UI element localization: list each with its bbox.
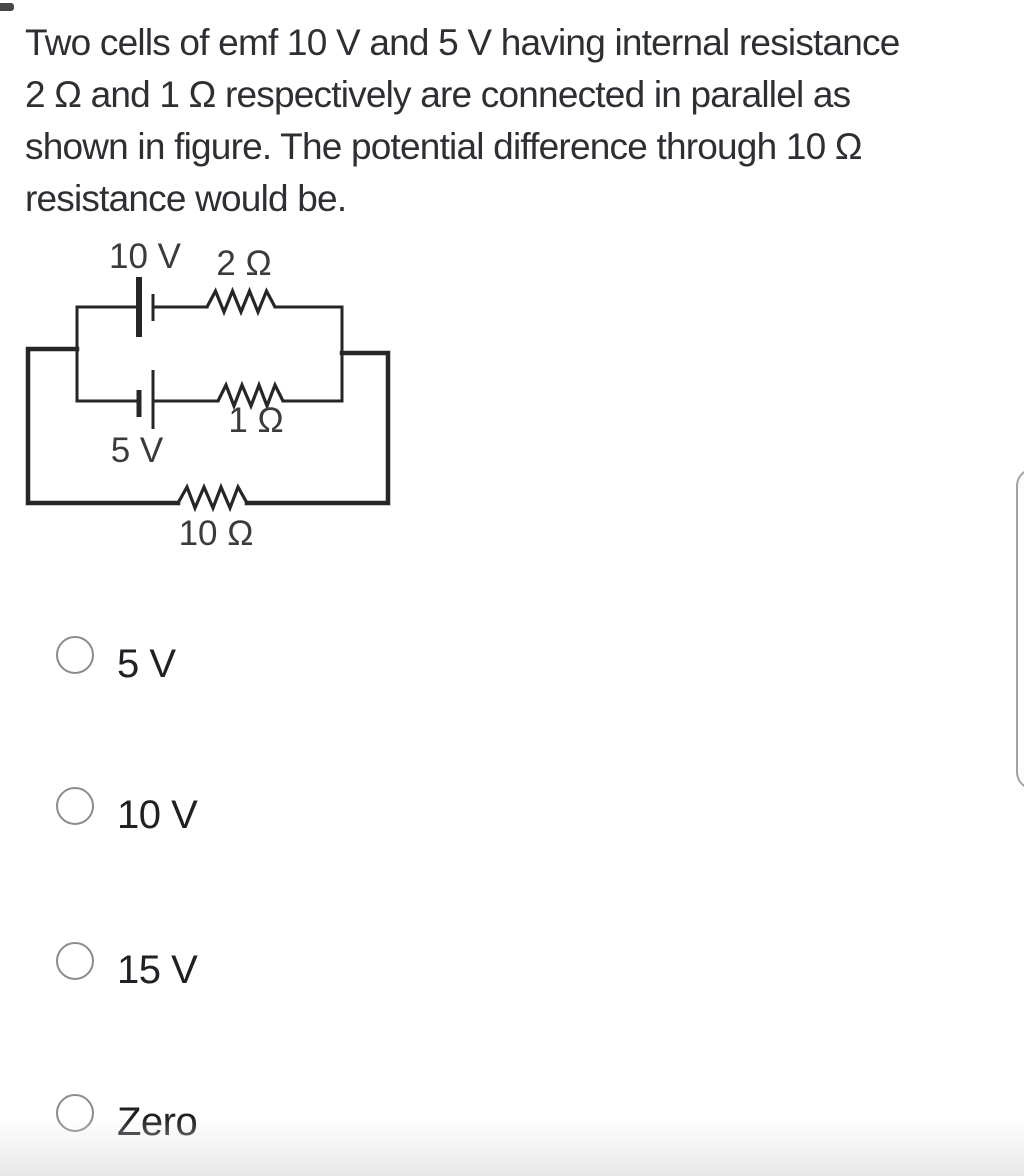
label-resistor-10ohm: 10 Ω [179,514,254,553]
label-resistor-1ohm: 1 Ω [228,401,283,440]
option-5v[interactable]: 5 V [56,632,176,686]
question-line-2: 2 Ω and 1 Ω respectively are connected i… [25,74,851,115]
outer-loop-right-wire [244,350,391,506]
circuit-labels: 10 V 2 Ω 1 Ω 5 V 10 Ω [109,237,284,553]
radio-button-15v[interactable] [56,942,94,980]
radio-button-5v[interactable] [56,636,94,674]
cell-10v-symbol [136,277,155,337]
resistor-10ohm-symbol [176,482,249,513]
question-text: Two cells of emf 10 V and 5 V having int… [25,17,900,225]
circuit-diagram: 10 V 2 Ω 1 Ω 5 V 10 Ω [25,237,391,553]
option-label-10v[interactable]: 10 V [117,792,198,837]
radio-button-zero[interactable] [56,1094,94,1132]
resistor-1ohm-symbol [216,380,285,411]
question-line-4: resistance would be. [25,178,347,219]
cell-5v-symbol [136,370,155,429]
option-15v[interactable]: 15 V [56,938,198,992]
option-10v[interactable]: 10 V [56,783,198,837]
label-cell-5v: 5 V [111,431,164,470]
screen-artifact [0,3,14,11]
inner-loop-left-wire [75,305,138,403]
resistor-2ohm-symbol [205,286,277,317]
label-resistor-2ohm: 2 Ω [216,244,271,283]
circuit-wires [25,305,391,506]
scroll-indicator[interactable] [1016,468,1024,790]
resistor-symbols [176,286,285,513]
option-zero[interactable]: Zero [56,1090,198,1144]
question-line-1: Two cells of emf 10 V and 5 V having int… [25,22,900,63]
option-label-15v[interactable]: 15 V [117,947,198,992]
outer-loop-left-wire [25,346,181,506]
radio-button-10v[interactable] [56,787,94,825]
option-label-5v[interactable]: 5 V [117,641,176,686]
option-label-zero[interactable]: Zero [117,1099,198,1144]
label-cell-10v: 10 V [109,237,182,276]
question-line-3: shown in figure. The potential differenc… [25,126,863,167]
inner-loop-right-wire [273,305,344,403]
